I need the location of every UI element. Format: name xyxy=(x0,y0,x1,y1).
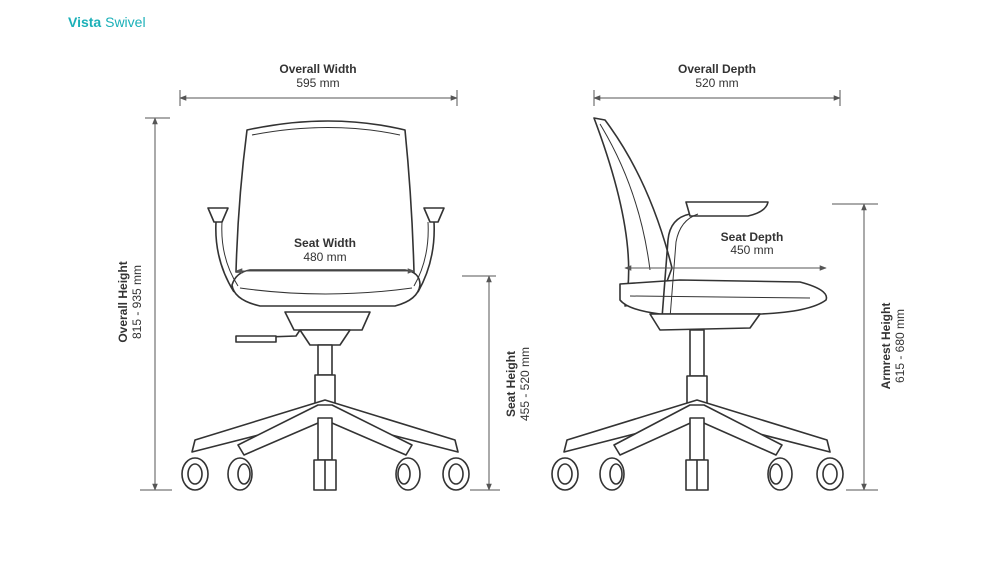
brand-name: Vista xyxy=(68,14,102,30)
seat-height-dimension-line xyxy=(462,275,500,491)
seat-width-value: 480 mm xyxy=(303,250,346,264)
overall-height-dimension-line xyxy=(140,117,172,491)
armrest-height-label: Armrest Height xyxy=(879,303,893,390)
overall-height-label: Overall Height xyxy=(116,261,130,342)
overall-depth-value: 520 mm xyxy=(695,76,738,90)
overall-width-value: 595 mm xyxy=(296,76,339,90)
seat-height-label: Seat Height xyxy=(504,351,518,417)
product-title: Vista Swivel xyxy=(68,14,146,30)
seat-depth-value: 450 mm xyxy=(730,243,773,257)
overall-width-label: Overall Width xyxy=(279,62,356,76)
overall-depth-label: Overall Depth xyxy=(678,62,756,76)
overall-depth-dimension-line xyxy=(593,90,841,106)
overall-width-dimension-line xyxy=(179,90,458,106)
model-name: Swivel xyxy=(105,14,146,30)
seat-width-label: Seat Width xyxy=(294,236,356,250)
armrest-height-value: 615 - 680 mm xyxy=(893,309,907,383)
seat-depth-label: Seat Depth xyxy=(721,230,784,244)
armrest-height-dimension-line xyxy=(832,203,878,491)
side-view-chair xyxy=(551,117,844,491)
front-view-chair xyxy=(181,120,470,491)
seat-height-value: 455 - 520 mm xyxy=(518,347,532,421)
overall-height-value: 815 - 935 mm xyxy=(130,265,144,339)
